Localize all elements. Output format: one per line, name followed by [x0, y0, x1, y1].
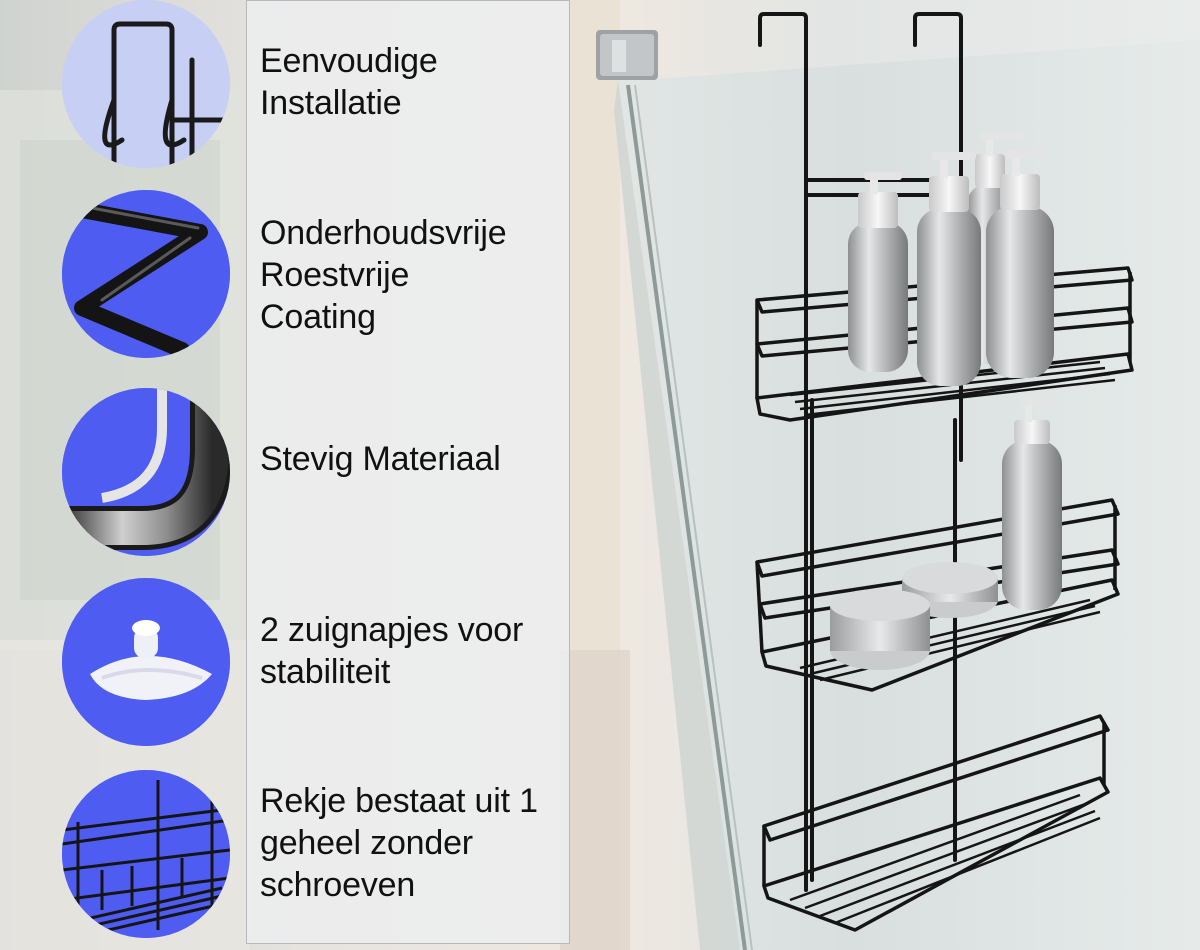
- hook-icon: [62, 0, 230, 168]
- feature-line: Onderhoudsvrije: [260, 214, 507, 252]
- feature-line: Installatie: [260, 84, 402, 122]
- feature-line: schroeven: [260, 866, 416, 904]
- feature-rust-free-coating: Onderhoudsvrije Roestvrije Coating: [260, 212, 507, 338]
- feature-line: 2 zuignapjes voor: [260, 611, 524, 649]
- feature-panel: [246, 0, 570, 944]
- feature-line: stabiliteit: [260, 653, 391, 691]
- feature-line: Rekje bestaat uit 1: [260, 782, 538, 820]
- wire-rack-icon: [62, 770, 230, 938]
- feature-line: Coating: [260, 298, 376, 336]
- feature-line: Roestvrije: [260, 256, 410, 294]
- feature-easy-installation: Eenvoudige Installatie: [260, 40, 438, 124]
- steel-bend-icon: [62, 388, 230, 556]
- coated-wire-icon: [62, 190, 230, 358]
- suction-cup-icon: [62, 578, 230, 746]
- feature-sturdy-material: Stevig Materiaal: [260, 438, 501, 480]
- feature-line: Stevig Materiaal: [260, 440, 501, 478]
- feature-line: Eenvoudige: [260, 42, 438, 80]
- feature-one-piece: Rekje bestaat uit 1 geheel zonder schroe…: [260, 780, 538, 906]
- feature-line: geheel zonder: [260, 824, 473, 862]
- feature-suction-cups: 2 zuignapjes voor stabiliteit: [260, 609, 523, 693]
